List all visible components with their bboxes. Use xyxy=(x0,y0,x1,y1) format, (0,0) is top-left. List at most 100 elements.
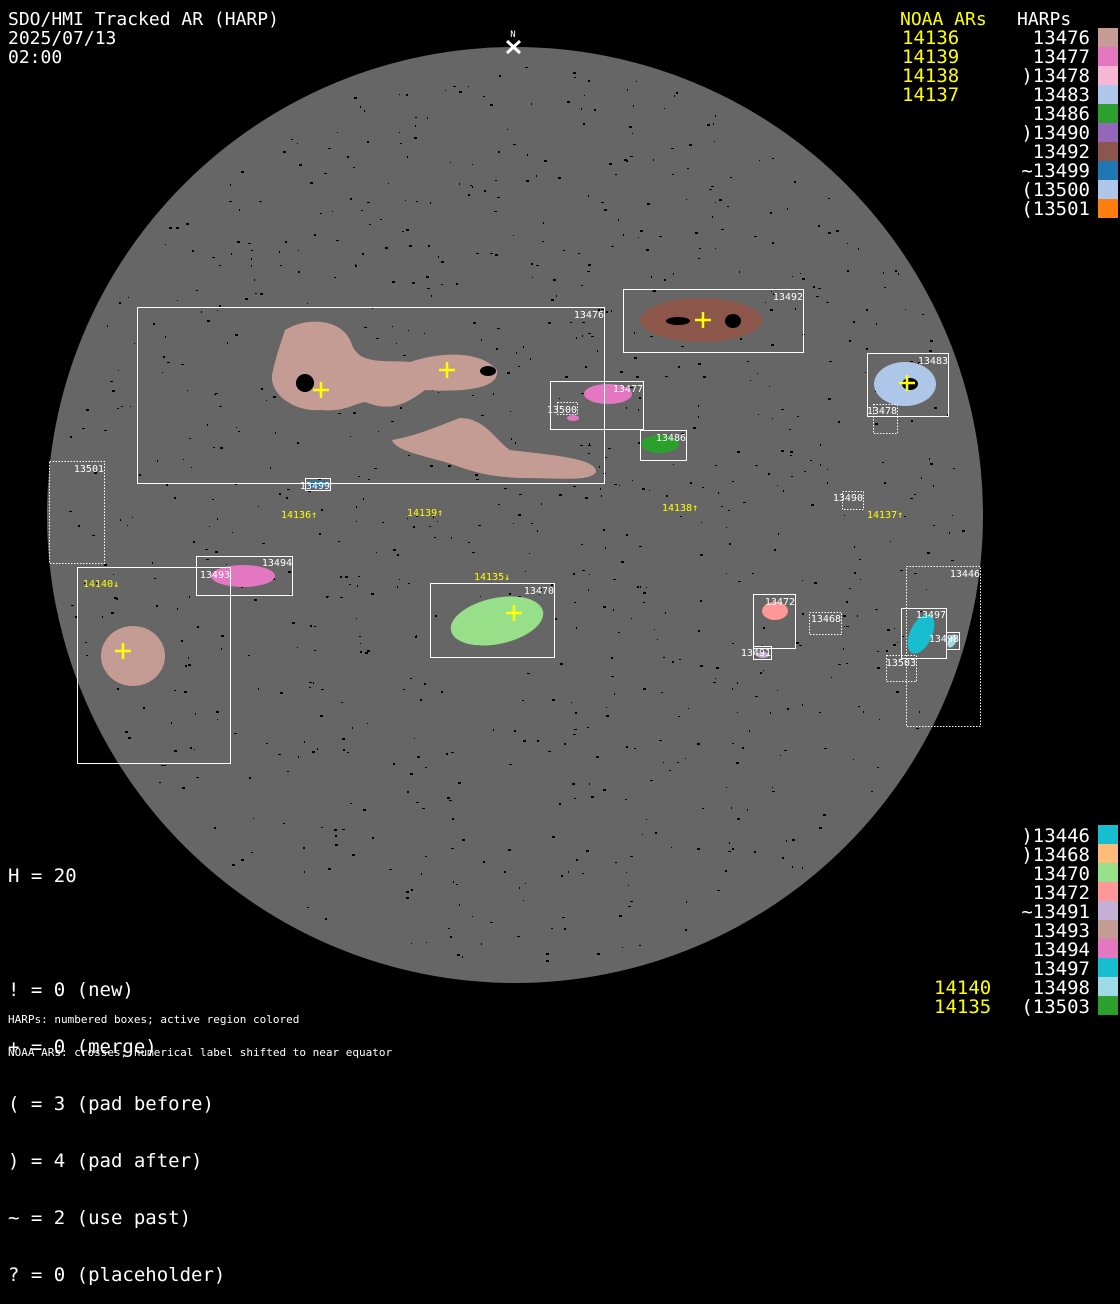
harp-label: 13499 xyxy=(300,481,330,492)
noaa-item: 14139 xyxy=(902,46,960,68)
harp-color-swatch xyxy=(1098,977,1118,996)
harp-label: 13472 xyxy=(765,597,795,608)
harp-color-swatch xyxy=(1098,104,1118,123)
harp-label: 13477 xyxy=(613,384,643,395)
noaa-cross-icon xyxy=(115,643,131,659)
harp-color-swatch xyxy=(1098,825,1118,844)
harp-box-13499[interactable] xyxy=(305,478,331,491)
active-region-13477 xyxy=(584,384,632,404)
harp-box-13491[interactable] xyxy=(753,646,772,660)
active-region-13476 xyxy=(271,321,597,479)
noaa-heading: NOAA ARs xyxy=(900,9,987,30)
harp-color-swatch xyxy=(1098,863,1118,882)
north-x-icon xyxy=(505,39,522,55)
stat-line: ( = 3 (pad before) xyxy=(8,1093,214,1115)
harp-legend-item: )13490 xyxy=(1021,122,1090,144)
noaa-list-bottom: 14140 14135 xyxy=(934,979,991,1017)
noaa-item: 14140 xyxy=(934,977,992,999)
noaa-label: 14137↑ xyxy=(867,510,903,521)
harp-legend-item: 13476 xyxy=(1032,27,1090,49)
harp-box-13503[interactable] xyxy=(886,655,917,682)
harp-legend-item: (13500 xyxy=(1021,179,1090,201)
noaa-item: 14135 xyxy=(934,996,992,1018)
harp-legend-item: )13446 xyxy=(1021,825,1090,847)
harp-legend-item: )13478 xyxy=(1021,65,1090,87)
noaa-cross-icon xyxy=(695,312,711,328)
harps-heading: HARPs xyxy=(1017,9,1072,30)
harp-label: 13498 xyxy=(929,634,959,645)
solar-disk xyxy=(47,47,983,983)
time: 02:00 xyxy=(8,47,63,68)
active-region-13491 xyxy=(757,652,769,658)
harp-color-swatch xyxy=(1098,882,1118,901)
harp-box-13446[interactable] xyxy=(906,566,981,727)
noaa-label: 14135↓ xyxy=(474,572,510,583)
note-line: HARPs: numbered boxes; active region col… xyxy=(8,1013,300,1026)
harp-count: H = 20 xyxy=(8,865,77,887)
harp-label: 13492 xyxy=(773,292,803,303)
harp-label: 13493 xyxy=(200,570,230,581)
harp-color-swatch xyxy=(1098,199,1118,218)
noaa-item: 14138 xyxy=(902,65,960,87)
stat-line: ~ = 2 (use past) xyxy=(8,1207,192,1229)
harp-color-swatch xyxy=(1098,123,1118,142)
stat-line: ? = 0 (placeholder) xyxy=(8,1264,226,1286)
harp-legend-item: ~13499 xyxy=(1021,160,1090,182)
active-region-13472 xyxy=(762,602,788,620)
harp-legend-item: 13477 xyxy=(1032,46,1090,68)
sunspot-cores xyxy=(296,314,918,392)
harp-label: 13503 xyxy=(886,658,916,669)
harp-box-13494[interactable] xyxy=(196,556,293,596)
active-region-13498 xyxy=(947,634,957,648)
harp-label: 13483 xyxy=(918,356,948,367)
harp-legend-item: (13501 xyxy=(1021,198,1090,220)
harp-box-13478[interactable] xyxy=(873,404,898,434)
harps-swatches-top xyxy=(1098,28,1118,218)
active-region-13493 xyxy=(101,626,165,686)
harp-box-13498[interactable] xyxy=(946,632,960,650)
harp-box-13483[interactable] xyxy=(867,353,949,417)
harp-legend-item: 13486 xyxy=(1032,103,1090,125)
solar-disk-map: 13476 13492 13483 13478 13477 13500 1348… xyxy=(47,30,983,983)
harp-box-13500[interactable] xyxy=(557,402,578,415)
harps-swatches-bottom xyxy=(1098,825,1118,1015)
harp-legend-item: 13470 xyxy=(1032,863,1090,885)
note-line: NOAA ARs: crosses; numerical label shift… xyxy=(8,1046,393,1059)
harp-label: 13446 xyxy=(950,569,980,580)
harp-box-13470[interactable] xyxy=(430,583,555,658)
harp-box-13492[interactable] xyxy=(623,289,804,353)
harp-label: 13468 xyxy=(811,614,841,625)
harp-label: 13490 xyxy=(833,493,863,504)
harp-label: 13486 xyxy=(656,433,686,444)
harp-box-13468[interactable] xyxy=(809,612,842,635)
harp-box-13472[interactable] xyxy=(753,594,796,649)
harp-legend-item: )13468 xyxy=(1021,844,1090,866)
harp-label: 13500 xyxy=(547,405,577,416)
title: SDO/HMI Tracked AR (HARP) xyxy=(8,9,279,30)
noaa-label: 14139↑ xyxy=(407,508,443,519)
harp-color-swatch xyxy=(1098,958,1118,977)
harp-box-13477[interactable] xyxy=(550,381,644,430)
harp-legend-item: 13497 xyxy=(1032,958,1090,980)
stat-line: ) = 4 (pad after) xyxy=(8,1150,203,1172)
harp-legend-item: 13494 xyxy=(1032,939,1090,961)
harp-color-swatch xyxy=(1098,939,1118,958)
active-region-13494 xyxy=(211,565,275,587)
stat-line: ! = 0 (new) xyxy=(8,979,134,1001)
active-region-13497 xyxy=(907,614,935,654)
noaa-item: 14137 xyxy=(902,84,960,106)
harp-box-13490[interactable] xyxy=(842,491,864,510)
harp-color-swatch xyxy=(1098,920,1118,939)
noaa-cross-icon xyxy=(899,375,915,391)
noaa-list-top: 14136 14139 14138 14137 xyxy=(902,29,959,105)
harp-color-swatch xyxy=(1098,28,1118,47)
north-label: N xyxy=(510,30,515,40)
harp-box-13501[interactable] xyxy=(49,461,105,564)
harp-color-swatch xyxy=(1098,85,1118,104)
harp-box-13486[interactable] xyxy=(640,430,687,461)
harp-box-13493[interactable] xyxy=(77,567,231,764)
harp-box-13476[interactable] xyxy=(137,307,605,484)
harp-color-swatch xyxy=(1098,180,1118,199)
